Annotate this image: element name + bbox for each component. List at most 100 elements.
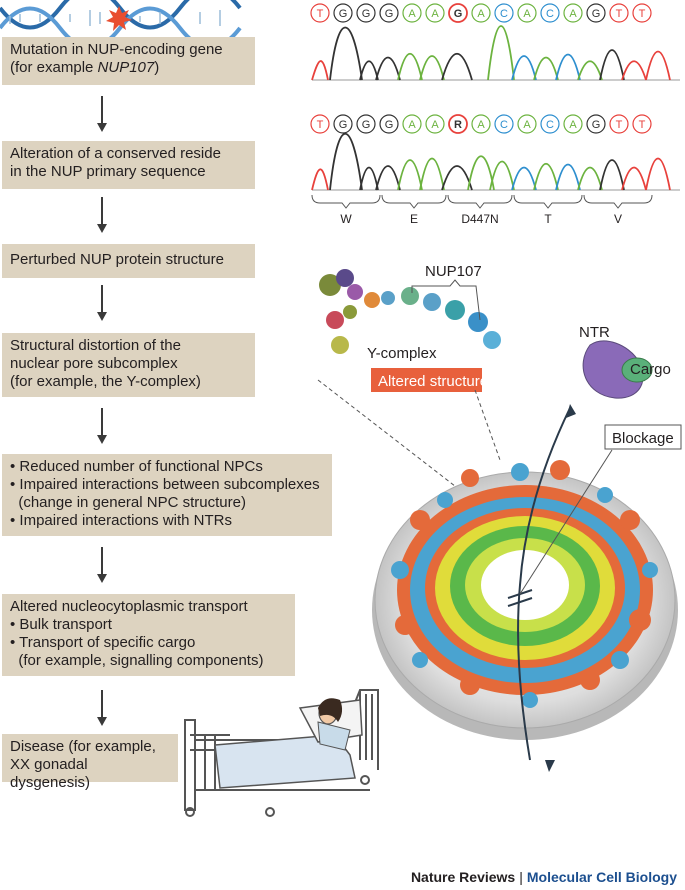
base-letter: A [477,119,485,131]
flow-step-perturbed: Perturbed NUP protein structure [2,244,255,278]
base-circle [540,3,560,23]
base-circle [402,3,422,23]
flow-step-alteration: Alteration of a conserved reside in the … [2,141,255,189]
base-circle [448,3,468,23]
base-letter: C [546,8,554,20]
step1-suffix: ) [154,59,160,76]
step6-line-2: • Bulk transport [10,616,112,633]
step2-line1: Alteration of a conserved reside [10,145,221,162]
base-letter: C [500,8,508,20]
base-circle [379,3,399,23]
altered-structure-label: Altered structure [378,373,488,390]
base-letter: G [454,8,463,20]
base-letter: C [546,119,554,131]
step4-line2: nuclear pore subcomplex [10,355,178,372]
base-letter: T [639,8,646,20]
base-circle [448,114,468,134]
base-circle [494,114,514,134]
flow-arrow-6 [97,690,107,726]
base-circle [310,114,330,134]
codon-label-2: E [410,212,418,226]
cargo-shape [621,357,653,383]
step4-line3: (for example, the Y-complex) [10,373,201,390]
codon-label-4: T [544,212,552,226]
step6-line-1: Altered nucleocytoplasmic transport [10,598,248,615]
base-letter: A [569,8,577,20]
step1-line1: Mutation in NUP-encoding gene [10,41,223,58]
base-circle [563,114,583,134]
base-circle [632,114,652,134]
base-letter: G [339,8,348,20]
altered-structure-tag [371,368,482,392]
nup107-label: NUP107 [425,263,482,280]
base-letter: T [616,119,623,131]
flow-step-distortion: Structural distortion of the nuclear por… [2,333,255,397]
base-letter: A [431,8,439,20]
base-letter: A [523,8,531,20]
flow-step-transport: Altered nucleocytoplasmic transport • Bu… [2,594,295,676]
base-circle [609,3,629,23]
flow-step-mutation: Mutation in NUP-encoding gene (for examp… [2,37,255,85]
base-circle [563,3,583,23]
step1-prefix: (for example [10,59,98,76]
base-circle [402,114,422,134]
base-letter: T [616,8,623,20]
base-letter: A [408,119,416,131]
base-circle [425,114,445,134]
step7-line2: XX gonadal dysgenesis) [10,756,91,791]
blockage-tag [604,424,682,450]
base-letter: C [500,119,508,131]
y-complex-label: Y-complex [367,345,437,362]
flow-arrow-1 [97,96,107,132]
base-circle [540,114,560,134]
codon-label-5: V [614,212,622,226]
flow-arrow-2 [97,197,107,233]
journal-separator: | [519,869,523,885]
step5-bullet-2: • Impaired interactions between subcompl… [10,476,320,493]
dna-helix-illustration [0,0,242,40]
base-letter: G [592,8,601,20]
step4-line1: Structural distortion of the [10,337,181,354]
base-letter: G [362,119,371,131]
base-circle [586,114,606,134]
base-letter: A [569,119,577,131]
base-letter: R [454,119,462,131]
step6-line-4: (for example, signalling components) [10,652,264,669]
ntr-label: NTR [579,324,610,341]
ntr-shape [582,340,644,399]
journal-name: Nature Reviews [410,869,516,885]
base-letter: G [362,8,371,20]
journal-footer: Nature Reviews|Molecular Cell Biology [411,869,677,885]
flow-arrow-3 [97,285,107,321]
step3-text: Perturbed NUP protein structure [10,251,224,268]
flow-step-consequences: • Reduced number of functional NPCs • Im… [2,454,332,536]
journal-section: Molecular Cell Biology [526,869,677,885]
step6-line-3: • Transport of specific cargo [10,634,196,651]
codon-label-3: D447N [461,212,498,226]
base-circle [425,3,445,23]
base-letter: T [317,119,324,131]
cargo-label: Cargo [630,361,671,378]
base-circle [632,3,652,23]
base-letter: A [477,8,485,20]
base-letter: T [317,8,324,20]
step1-gene: NUP107 [97,59,155,76]
base-circle [356,3,376,23]
base-letter: A [408,8,416,20]
base-circle [517,114,537,134]
step5-bullet-1: • Reduced number of functional NPCs [10,458,263,475]
flow-arrow-4 [97,408,107,444]
base-circle [609,114,629,134]
base-circle [586,3,606,23]
base-circle [471,114,491,134]
base-circle [517,3,537,23]
base-circle [471,3,491,23]
base-circle [333,114,353,134]
flow-arrow-5 [97,547,107,583]
base-letter: A [431,119,439,131]
base-letter: G [385,8,394,20]
codon-label-1: W [340,212,352,226]
base-letter: A [523,119,531,131]
base-circle [356,114,376,134]
step5-bullet-2b: (change in general NPC structure) [10,494,246,511]
